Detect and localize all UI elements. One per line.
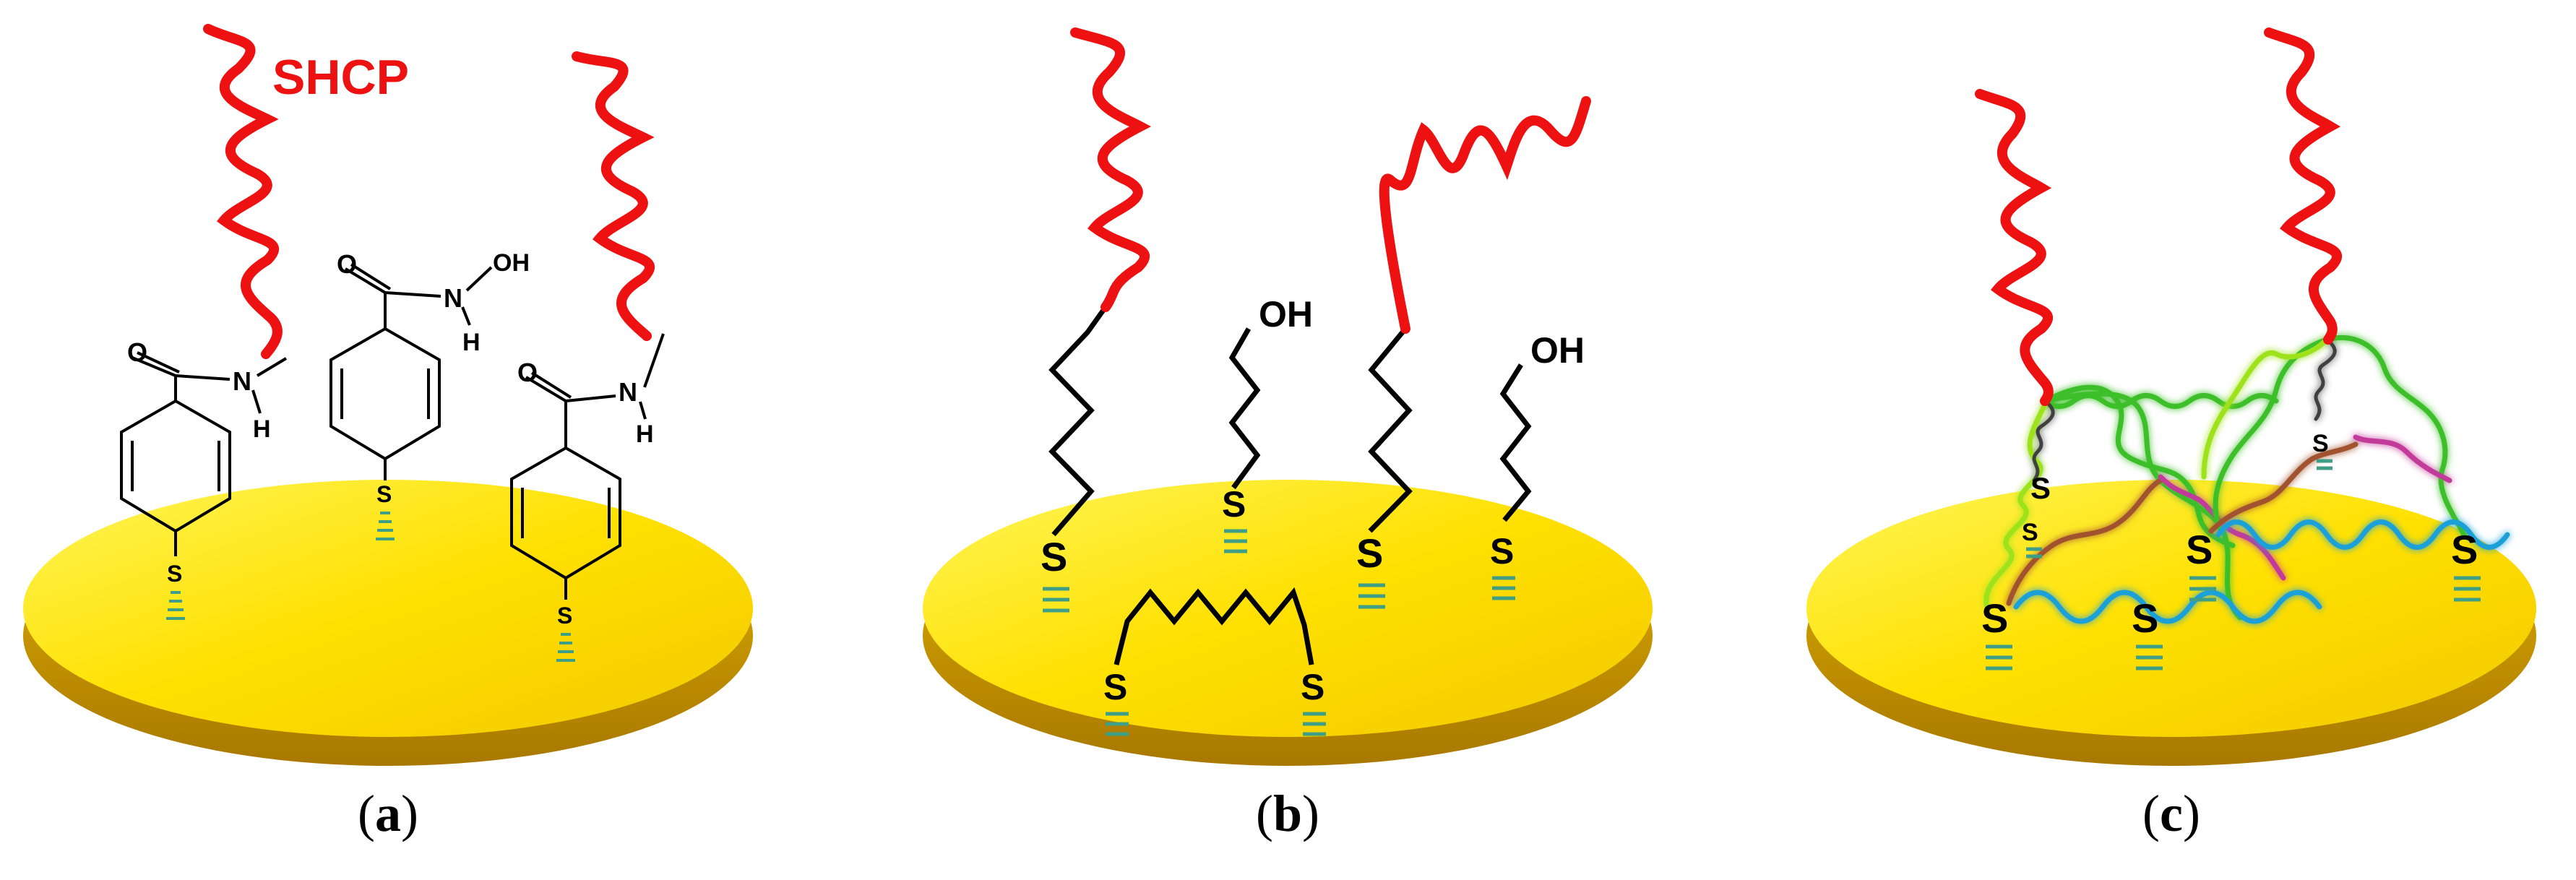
- atom-sulfur: S: [1301, 667, 1324, 707]
- atom-sulfur: S: [2312, 430, 2329, 457]
- linker-chain-4: [1499, 363, 1532, 522]
- atom-sulfur: S: [2186, 527, 2213, 572]
- tetra-edge: [2353, 434, 2452, 483]
- dithiol-loop: [1113, 587, 1314, 665]
- atom-oxygen: O: [337, 249, 357, 279]
- probe-label: SHCP: [272, 50, 409, 105]
- aryl-amide-left: [120, 351, 288, 556]
- atom-sulfur: S: [2022, 519, 2038, 546]
- dna-tetrahedron-1: [1983, 384, 2322, 624]
- atom-oxygen: O: [127, 337, 147, 367]
- probe-strand-b2: [1379, 96, 1591, 334]
- atom-sulfur: S: [1490, 531, 1514, 571]
- tetra-edge: [2201, 337, 2330, 480]
- tetra-edge: [1983, 402, 2048, 610]
- probe-strand-right: [572, 51, 655, 341]
- probe-strand-left: [203, 24, 283, 359]
- probe-strand-c2: [2264, 27, 2342, 345]
- tetra-edge: [2006, 478, 2163, 606]
- thiol-bond-marks-b: [1043, 529, 1515, 736]
- panel-label-c: (c): [2142, 785, 2200, 842]
- panel-label-b: (b): [1255, 785, 1319, 842]
- linker-chain-1: [1048, 305, 1108, 537]
- gold-electrode-b: [923, 480, 1653, 766]
- atom-sulfur: S: [2030, 471, 2051, 505]
- tetra-edge: [2324, 335, 2467, 538]
- atom-sulfur: S: [2451, 527, 2478, 572]
- linker-chain-3: [1368, 327, 1413, 533]
- atom-nitrogen: N: [444, 283, 462, 313]
- alkanethiol-chains-b: [1048, 305, 1532, 665]
- thiol-bond-marks-a: [166, 512, 575, 662]
- aryl-amide-right: [510, 333, 665, 600]
- atom-hydrogen: H: [636, 420, 654, 448]
- atom-hydrogen: H: [462, 329, 481, 356]
- tetra-edge: [2314, 337, 2337, 421]
- atom-nitrogen: N: [233, 366, 251, 396]
- probe-strand-c1: [1975, 89, 2054, 406]
- probe-strand-b1: [1070, 27, 1152, 312]
- tetra-edge: [2013, 590, 2322, 624]
- atom-sulfur: S: [1356, 530, 1383, 576]
- atom-hydroxyl: OH: [1259, 294, 1313, 335]
- atom-sulfur: S: [557, 603, 572, 629]
- atom-nitrogen: N: [619, 377, 637, 407]
- atom-sulfur: S: [1041, 534, 1067, 579]
- atom-oxygen: O: [517, 358, 538, 387]
- panel-label-a: (a): [358, 785, 418, 842]
- panel-c: S S S S S S S: [1806, 27, 2536, 766]
- gold-electrode-a: [23, 480, 753, 766]
- aryl-hydroxamic-middle: [329, 263, 493, 480]
- atom-sulfur: S: [2132, 595, 2158, 641]
- atom-sulfur: S: [1103, 667, 1127, 707]
- atom-sulfur: S: [167, 561, 182, 587]
- tetra-edge: [2032, 399, 2055, 483]
- atom-hydroxyl: OH: [493, 249, 530, 277]
- linker-chain-2: [1228, 327, 1261, 490]
- atom-sulfur: S: [1222, 484, 1246, 525]
- atom-hydroxyl: OH: [1530, 330, 1585, 371]
- dna-tetrahedron-2: [2201, 335, 2510, 550]
- atom-sulfur: S: [376, 481, 392, 507]
- atom-sulfur: S: [1981, 595, 2008, 641]
- tetra-edge: [2208, 441, 2359, 534]
- thiol-bond-marks-c: [1986, 459, 2481, 670]
- tetra-edge: [2215, 519, 2510, 550]
- panel-b: OH OH S S S S S S: [923, 27, 1653, 766]
- atom-hydrogen: H: [253, 415, 271, 443]
- panel-a: O N H S O N OH H S: [23, 24, 753, 766]
